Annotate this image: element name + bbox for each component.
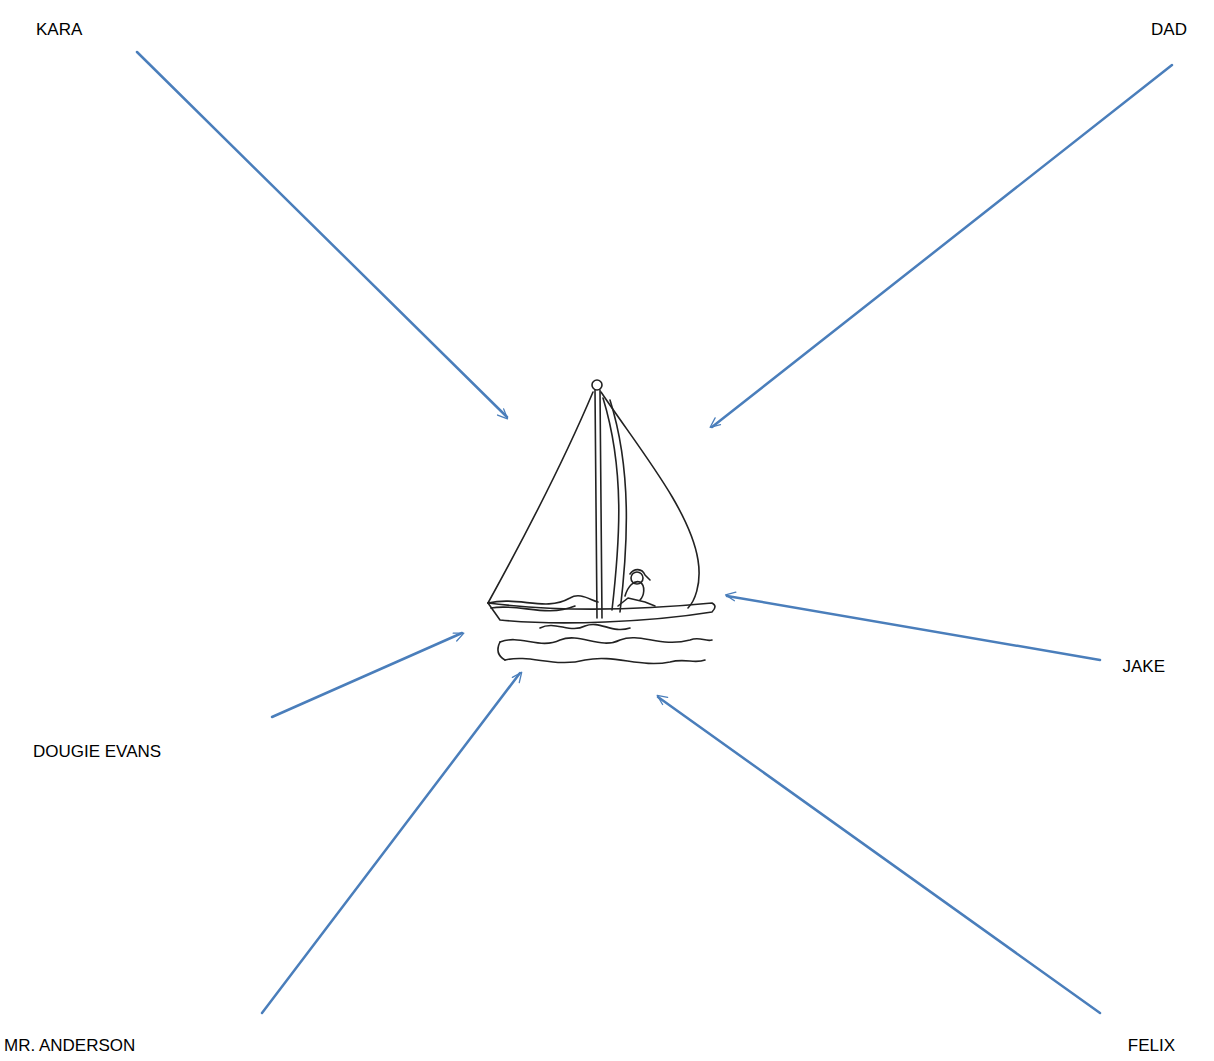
leader-arrows [137, 52, 1172, 1013]
leader-arrow [262, 673, 520, 1013]
person-label: MR. ANDERSON [4, 1036, 135, 1056]
person-label: KARA [36, 20, 82, 40]
person-label: DOUGIE EVANS [33, 742, 161, 762]
leader-arrow [272, 633, 462, 717]
leader-arrow [727, 596, 1100, 660]
person-label: DAD [1151, 20, 1187, 40]
leader-arrow [658, 697, 1100, 1013]
person-label: FELIX [1128, 1036, 1175, 1056]
leader-arrow [712, 65, 1172, 427]
sailboat [488, 380, 715, 664]
leader-arrow [137, 52, 507, 417]
person-label: JAKE [1122, 657, 1165, 677]
